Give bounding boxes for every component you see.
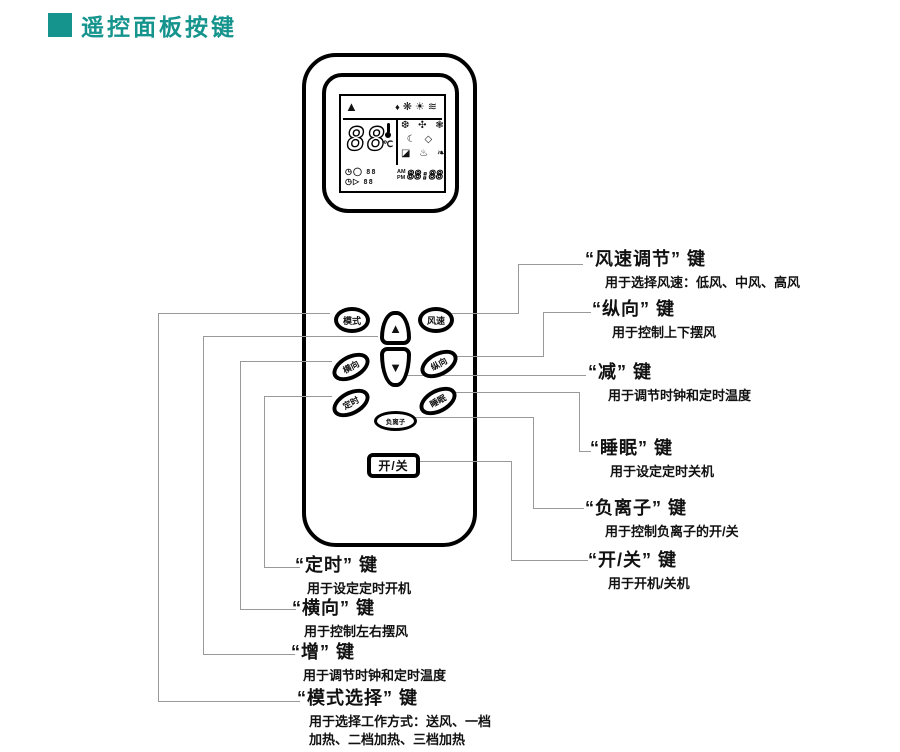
fan-icon: ❋ <box>402 101 412 113</box>
time-digits: 88:88 <box>405 168 444 183</box>
clock-time-block: AM PM 88:88 <box>397 168 444 183</box>
callout-plus: “增” 键 用于调节时钟和定时温度 <box>291 640 446 685</box>
callout-title: “开/关” 键 <box>588 550 678 570</box>
callout-mode-select: “模式选择” 键 用于选择工作方式：送风、一档加热、二档加热、三档加热 <box>297 686 495 748</box>
callout-horizontal: “横向” 键 用于控制左右摆风 <box>292 596 408 641</box>
timer-off-row: ◷▷ 88 <box>345 177 374 187</box>
connector-line <box>240 361 332 362</box>
celsius-unit: ℃ <box>383 139 394 149</box>
sleep-swing-icons: ☾ ◇ <box>406 134 436 145</box>
signal-icon: ≋ <box>427 101 437 113</box>
callout-desc: 用于控制上下摆风 <box>612 325 717 340</box>
callout-desc: 用于开机/关机 <box>608 576 690 591</box>
callout-vertical: “纵向” 键 用于控制上下摆风 <box>592 297 716 342</box>
connector-line <box>264 567 300 568</box>
connector-line <box>264 396 332 397</box>
connector-line <box>264 396 265 568</box>
pm-label: PM <box>397 175 406 181</box>
connector-line <box>406 375 586 376</box>
horizontal-swing-button: 横向 <box>327 347 375 387</box>
water-drop-icon: ♦ <box>395 101 400 112</box>
am-label: AM <box>397 169 406 175</box>
callout-desc: 用于控制负离子的开/关 <box>605 524 739 539</box>
callout-desc: 用于设定定时关机 <box>610 464 715 479</box>
display-bezel: ▲ ♦ ❋ ☀ ≋ 88 ℃ ❆ ✣ ❃ ☾ ◇ ◪ ♨ ❧ ◷◯ 88 <box>322 73 459 213</box>
callout-title: “睡眠” 键 <box>590 438 674 458</box>
section-header: 遥控面板按键 <box>48 8 237 42</box>
callout-sleep: “睡眠” 键 用于设定定时关机 <box>590 436 714 481</box>
connector-line <box>579 451 591 452</box>
connector-line <box>450 313 518 314</box>
page-title: 遥控面板按键 <box>81 14 237 40</box>
connector-line <box>543 312 544 357</box>
temperature-digits: 88 <box>343 119 389 158</box>
callout-title: “增” 键 <box>291 642 356 662</box>
connector-line <box>203 654 295 655</box>
up-increase-button: ▲ <box>380 311 411 345</box>
callout-timer: “定时” 键 用于设定定时开机 <box>295 553 411 598</box>
callout-desc: 用于调节时钟和定时温度 <box>608 388 752 403</box>
vertical-swing-button: 纵向 <box>415 344 463 384</box>
mode-button: 模式 <box>334 307 370 333</box>
connector-line <box>158 313 159 702</box>
connector-line <box>518 264 583 265</box>
callout-fan-speed: “风速调节” 键 用于选择风速：低风、中风、高风 <box>585 247 800 292</box>
callout-desc: 用于选择风速：低风、中风、高风 <box>605 275 801 290</box>
callout-desc: 用于设定定时开机 <box>307 581 412 596</box>
connector-line <box>240 609 296 610</box>
clock-off-icon: ◷▷ <box>345 177 361 186</box>
connector-line <box>416 461 511 462</box>
fan-speed-button: 风速 <box>418 307 454 333</box>
callout-anion: “负离子” 键 用于控制负离子的开/关 <box>585 496 739 541</box>
timer-off-digits: 88 <box>363 178 374 186</box>
sleep-button: 睡眠 <box>414 381 462 421</box>
connector-line <box>579 392 580 452</box>
heat-triangle-icon: ▲ <box>345 99 358 114</box>
connector-line <box>409 417 533 418</box>
fan-speed-icons: ❆ ✣ ❃ <box>401 120 447 131</box>
power-button: 开/关 <box>367 453 420 478</box>
callout-title: “纵向” 键 <box>592 299 676 319</box>
connector-line <box>511 461 512 561</box>
timer-on-row: ◷◯ 88 <box>345 167 377 177</box>
connector-line <box>543 312 591 313</box>
connector-line <box>203 336 378 337</box>
clock-on-icon: ◷◯ <box>345 167 363 176</box>
callout-title: “模式选择” 键 <box>297 688 419 708</box>
thermometer-icon: ℃ <box>383 123 393 150</box>
timer-button: 定时 <box>327 383 375 423</box>
lcd-divider-horizontal <box>343 118 442 120</box>
callout-desc: 用于调节时钟和定时温度 <box>303 668 447 683</box>
down-decrease-button: ▼ <box>380 347 411 387</box>
lcd-display: ▲ ♦ ❋ ☀ ≋ 88 ℃ ❆ ✣ ❃ ☾ ◇ ◪ ♨ ❧ ◷◯ 88 <box>339 94 446 193</box>
callout-desc: 用于控制左右摆风 <box>304 624 409 639</box>
remote-body: ▲ ♦ ❋ ☀ ≋ 88 ℃ ❆ ✣ ❃ ☾ ◇ ◪ ♨ ❧ ◷◯ 88 <box>302 53 477 547</box>
connector-line <box>158 313 330 314</box>
lcd-status-row: ▲ ♦ ❋ ☀ ≋ <box>345 97 440 116</box>
connector-line <box>158 701 300 702</box>
connector-line <box>240 361 241 610</box>
callout-title: “横向” 键 <box>292 598 376 618</box>
connector-line <box>518 264 519 314</box>
callout-power: “开/关” 键 用于开机/关机 <box>588 548 690 593</box>
connector-line <box>203 336 204 655</box>
callout-title: “风速调节” 键 <box>585 249 707 269</box>
connector-line <box>533 508 584 509</box>
callout-desc: 用于选择工作方式：送风、一档加热、二档加热、三档加热 <box>309 714 492 747</box>
connector-line <box>511 560 588 561</box>
callout-title: “定时” 键 <box>295 555 379 575</box>
callout-minus: “减” 键 用于调节时钟和定时温度 <box>588 360 751 405</box>
callout-title: “负离子” 键 <box>585 498 688 518</box>
lcd-divider-vertical <box>396 119 398 165</box>
section-bullet-square <box>48 13 72 37</box>
anion-button: 负离子 <box>374 411 417 431</box>
connector-line <box>533 417 534 509</box>
louver-heater-ion-icons: ◪ ♨ ❧ <box>401 148 449 159</box>
connector-line <box>450 356 543 357</box>
timer-on-digits: 88 <box>366 168 377 176</box>
callout-title: “减” 键 <box>588 362 653 382</box>
connector-line <box>450 392 579 393</box>
sun-icon: ☀ <box>414 101 425 113</box>
